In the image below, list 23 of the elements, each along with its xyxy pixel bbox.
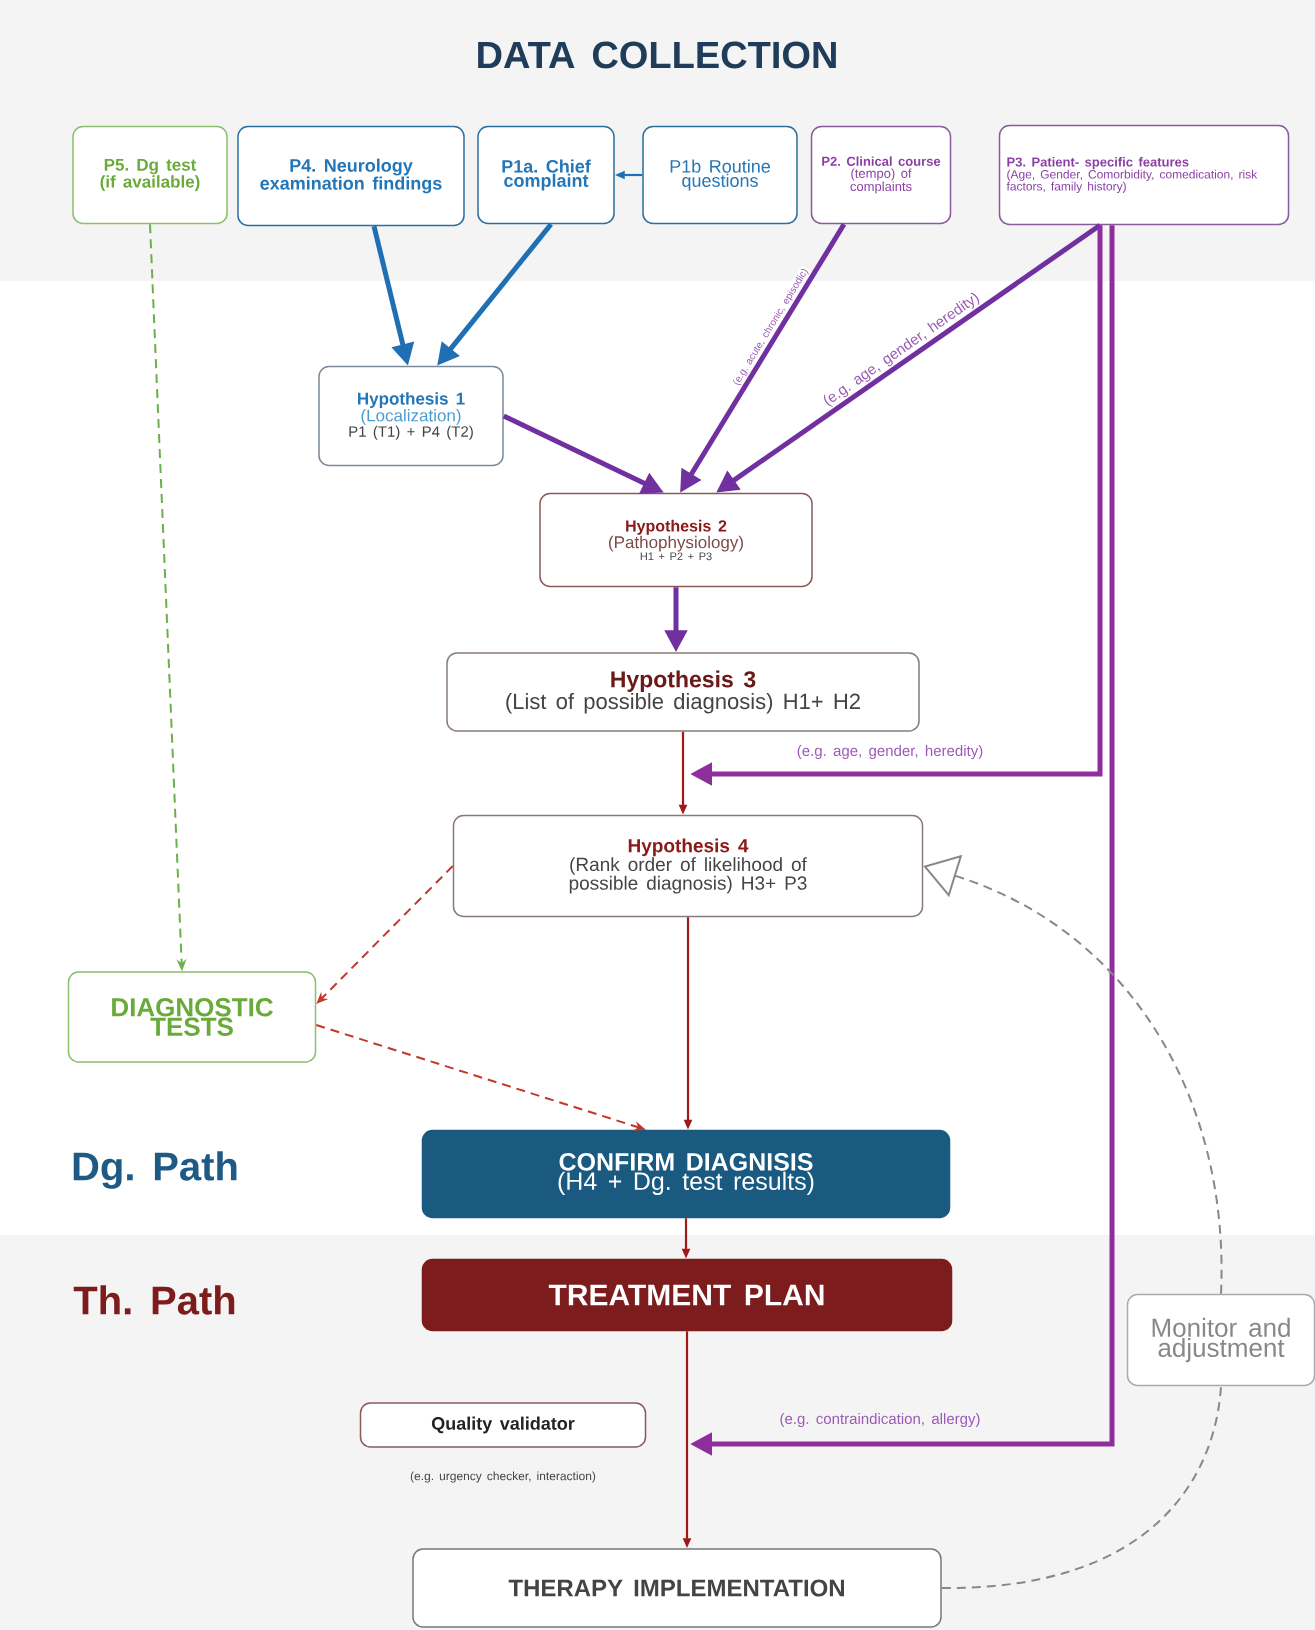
hypothesis-box: Hypothesis 2 (Pathophysiology) H1 + P2 + P3	[539, 492, 813, 588]
diagnosis-box: CONFIRM DIAGNISIS (H4 + Dg. test results)	[421, 1129, 951, 1219]
validator-box: Quality validator	[359, 1402, 647, 1448]
input-box: P4. Neurology examination findings	[237, 125, 465, 227]
input-box: P1a. Chief complaint	[477, 125, 615, 225]
treatment-box: TREATMENT PLAN	[421, 1258, 953, 1332]
title: DATA COLLECTION	[478, 41, 836, 69]
hypothesis-box: Hypothesis 3 (List of possible diagnosis) H1+ H2	[446, 652, 920, 732]
therapy-box: THERAPY IMPLEMENTATION	[412, 1548, 942, 1628]
input-box: P2. Clinical course (tempo) of complaints	[810, 125, 952, 225]
monitor-box: Monitor and adjustment	[1126, 1293, 1315, 1387]
path-label: Th. Path	[73, 1285, 235, 1315]
input-box: P3. Patient- specific features (Age, Gender, Comorbidity, comedication, risk factors, family history)	[998, 124, 1290, 226]
path-label: Dg. Path	[73, 1151, 237, 1189]
edge-label: (e.g. age, gender, heredity)	[795, 744, 985, 760]
hypothesis-box: Hypothesis 1 (Localization) P1 (T1) + P4 (T2)	[318, 365, 504, 467]
edge-label: (e.g. contraindication, allergy)	[778, 1412, 982, 1428]
input-box: P1b Routine questions	[642, 125, 798, 225]
test-box: DIAGNOSTIC TESTS	[67, 971, 317, 1063]
input-box: P5. Dg test (if available)	[72, 125, 228, 225]
note-text: (e.g. urgency checker, interaction)	[410, 1471, 596, 1483]
dashed-connector-line	[940, 1385, 1222, 1589]
hypothesis-box: Hypothesis 4 (Rank order of likelihood of possible diagnosis) H3+ P3	[452, 814, 924, 918]
